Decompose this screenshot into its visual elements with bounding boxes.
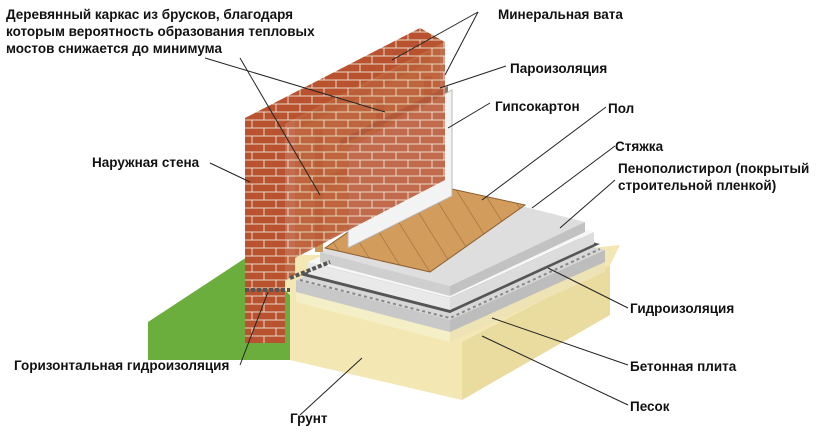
soil-side: [462, 265, 610, 400]
leader-drywall: [447, 102, 491, 129]
brick-wall-inner-face: [270, 42, 445, 290]
leader-mineral-wool: [444, 11, 479, 76]
sand-layer-front: [296, 292, 450, 342]
leader-soil: [299, 357, 363, 416]
screed-front: [320, 252, 450, 296]
polystyrene-front: [308, 262, 450, 310]
sand-layer-side: [450, 262, 605, 342]
leader-polystyrene: [559, 179, 616, 229]
label-horizontal-waterproofing: Горизонтальная гидроизоляция: [14, 358, 230, 373]
leader-mineral-wool: [391, 11, 479, 61]
screed-side: [450, 222, 585, 296]
leader-lines: [204, 11, 629, 416]
horizontal-waterproofing-strip: [289, 260, 331, 280]
soil-front: [290, 295, 462, 400]
label-drywall: Гипсокартон: [495, 99, 580, 114]
label-vapor-barrier: Пароизоляция: [510, 61, 608, 76]
leader-vapor-barrier: [439, 65, 507, 89]
brick-wall-front-face: [245, 118, 285, 343]
label-soil: Грунт: [290, 411, 328, 426]
leader-waterproofing: [547, 267, 629, 309]
leader-horizontal-waterproofing: [239, 291, 269, 366]
leader-outer-wall: [209, 162, 251, 183]
polystyrene-side: [450, 232, 594, 310]
leader-concrete-slab: [491, 317, 629, 366]
leader-timber-frame: [239, 57, 321, 196]
leader-sand: [481, 335, 629, 406]
concrete-slab-side: [450, 250, 605, 332]
label-waterproofing: Гидроизоляция: [630, 301, 735, 316]
leader-floor: [481, 106, 607, 201]
label-timber-frame: Деревянный каркас из брусков, благодаря …: [6, 7, 315, 56]
waterproofing-edge: [299, 248, 601, 320]
label-polystyrene: Пенополистирол (покрытый строительной пл…: [618, 161, 810, 193]
label-outer-wall: Наружная стена: [92, 155, 200, 170]
brick-wall-top: [245, 28, 445, 132]
label-sand: Песок: [630, 399, 670, 414]
leader-timber-frame: [204, 57, 386, 113]
label-floor: Пол: [608, 101, 635, 116]
concrete-slab-front: [296, 280, 450, 332]
label-concrete-slab: Бетонная плита: [630, 359, 737, 374]
label-screed: Стяжка: [615, 139, 664, 154]
leader-screed: [531, 145, 616, 209]
label-mineral-wool: Минеральная вата: [498, 7, 623, 22]
